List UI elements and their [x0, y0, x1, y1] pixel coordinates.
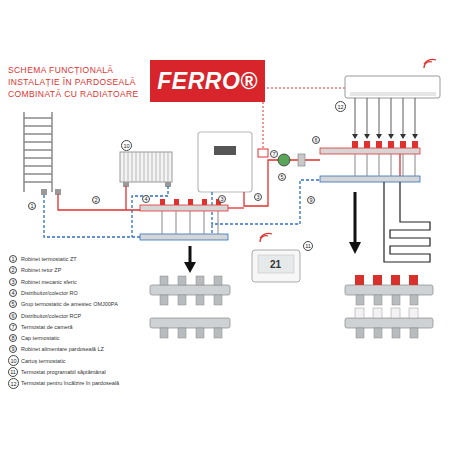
callout-number: 7	[9, 323, 17, 331]
logo-text: FERRO®	[157, 68, 257, 95]
callout-number: 1	[9, 255, 17, 263]
legend-text: Distribuitor/colector RCP	[21, 313, 81, 319]
callout-number: 9	[9, 345, 17, 353]
display-reading: 21	[270, 259, 281, 270]
callout-number: 1	[28, 202, 36, 210]
callout-number: 7	[270, 150, 278, 158]
callout-number: 12	[335, 101, 346, 112]
callout-number: 5	[278, 173, 286, 181]
legend-text: Robinet alimentare pardoseală LZ	[21, 346, 104, 352]
legend-text: Cartuș termostatic	[21, 358, 66, 364]
legend-text: Termostat de cameră	[21, 324, 73, 330]
callout-number: 3	[254, 193, 262, 201]
callout-number: 8	[9, 334, 17, 342]
callout-number: 9	[307, 196, 315, 204]
legend-text: Termostat programabil săptămânal	[21, 369, 106, 375]
callout-number: 2	[92, 196, 100, 204]
callout-number: 10	[8, 355, 19, 366]
callout-number: 5	[9, 300, 17, 308]
callout-number: 10	[121, 140, 132, 151]
diagram-title: SCHEMA FUNCȚIONALĂ INSTALAȚIE ÎN PARDOSE…	[8, 64, 158, 100]
callout-number: 4	[9, 289, 17, 297]
callout-number: 3	[218, 195, 226, 203]
legend-text: Distribuitor/colector RO	[21, 290, 78, 296]
callout-number: 4	[142, 195, 150, 203]
legend-text: Cap termostatic	[21, 335, 60, 341]
callout-number: 11	[303, 241, 313, 251]
legend-text: Grup termostatic de amestec OMJ00PA	[21, 301, 118, 307]
callout-number: 11	[8, 367, 18, 377]
legend-text: Termostat pentru încălzire în pardoseală	[21, 380, 119, 386]
callout-number: 2	[9, 266, 17, 274]
callout-number: 6	[9, 312, 17, 320]
logo-box: FERRO®	[150, 60, 265, 102]
legend-text: Robinet mecanic sferic	[21, 279, 77, 285]
callout-number: 3	[9, 278, 17, 286]
legend-text: Robinet termostatic ZT	[21, 256, 77, 262]
legend-text: Robinet retur ZP	[21, 267, 61, 273]
callout-number: 6	[312, 136, 320, 144]
callout-number: 12	[8, 378, 19, 389]
